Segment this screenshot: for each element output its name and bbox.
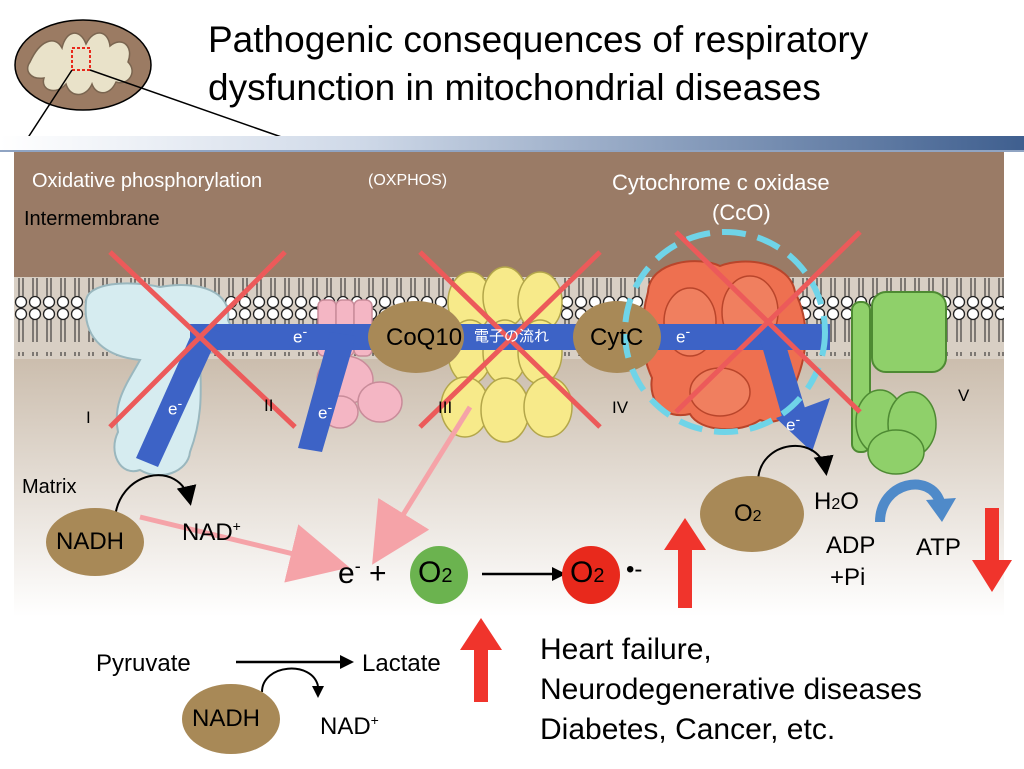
electron-leak-arrow-1 <box>139 514 350 583</box>
header-bar <box>0 136 1024 150</box>
disease-line-3: Diabetes, Cancer, etc. <box>540 713 836 746</box>
coq10-label: CoQ10 <box>386 324 463 351</box>
superoxide-badge <box>562 546 620 604</box>
intermembrane-label: Intermembrane <box>24 208 160 230</box>
electron-label-2: e- <box>676 324 691 347</box>
disease-line-2: Neurodegenerative diseases <box>540 673 922 706</box>
pyruvate-label: Pyruvate <box>96 650 191 677</box>
cytc-label: CytC <box>590 324 644 351</box>
h2o-label: H2O <box>814 488 859 515</box>
disease-list: Heart failure, Neurodegenerative disease… <box>540 630 922 750</box>
nadh-badge <box>46 508 144 576</box>
nad-plus-label-lower: NAD+ <box>320 712 379 740</box>
electron-label-1: e- <box>293 324 308 347</box>
increase-arrow-lactate <box>460 618 502 702</box>
pyruvate-lactate-arrow <box>236 655 354 698</box>
atp-label: ATP <box>916 534 961 561</box>
matrix-label: Matrix <box>22 476 77 498</box>
o2-green-badge <box>410 546 468 604</box>
o2-brown-badge <box>700 476 804 552</box>
electron-label-4: e- <box>318 400 333 423</box>
cco-label-line-1: Cytochrome c oxidase <box>612 170 830 195</box>
title-line-2: dysfunction in mitochondrial diseases <box>208 67 821 108</box>
lactate-label: Lactate <box>362 650 441 677</box>
intermembrane-space <box>14 152 1004 280</box>
superoxide-label: O2 <box>570 556 605 589</box>
page-title: Pathogenic consequences of respiratory d… <box>208 16 868 112</box>
disease-line-1: Heart failure, <box>540 633 712 666</box>
nadh-label: NADH <box>56 528 125 555</box>
electron-leak-arrow-2 <box>372 405 473 565</box>
nadh-badge-lower <box>182 684 280 754</box>
electron-label-5: e- <box>786 412 801 435</box>
cytc-badge <box>573 301 661 373</box>
nadh-label-lower: NADH <box>192 705 261 732</box>
nadh-arc <box>114 474 197 523</box>
header-rule <box>0 150 1024 152</box>
cco-highlight <box>622 229 828 435</box>
complex-3-label: III <box>438 398 453 417</box>
complex-2-label: II <box>264 396 274 415</box>
complex-5 <box>851 291 947 475</box>
electron-symbol: e- + <box>338 556 387 590</box>
pi-label: +Pi <box>830 564 866 591</box>
electron-flow-label: 電子の流れ <box>474 328 550 345</box>
decrease-arrow-atp <box>972 508 1012 592</box>
atp-synthesis-arrow <box>875 479 945 523</box>
mitochondrion-thumbnail <box>14 19 291 157</box>
title-line-1: Pathogenic consequences of respiratory <box>208 19 869 60</box>
oxphos-label: Oxidative phosphorylation <box>32 170 263 192</box>
complex-4-label: IV <box>612 398 629 417</box>
increase-arrow-superoxide <box>664 518 706 608</box>
radical-label: •- <box>626 556 643 583</box>
cco-label-line-2: (CcO) <box>712 200 771 225</box>
nad-plus-label: NAD+ <box>182 518 241 546</box>
superoxide-arrow <box>482 567 566 581</box>
dysfunction-crosses <box>108 230 862 429</box>
complex-1-label: I <box>86 408 91 427</box>
complex-5-label: V <box>958 386 970 405</box>
adp-label: ADP <box>826 532 876 559</box>
o2-cco-label: O2 <box>734 500 762 527</box>
coq10-badge <box>368 301 464 373</box>
oxphos-abbr: (OXPHOS) <box>368 172 448 189</box>
electron-label-3: e- <box>168 396 183 419</box>
o2-arc <box>757 444 834 483</box>
o2-label: O2 <box>418 556 453 589</box>
